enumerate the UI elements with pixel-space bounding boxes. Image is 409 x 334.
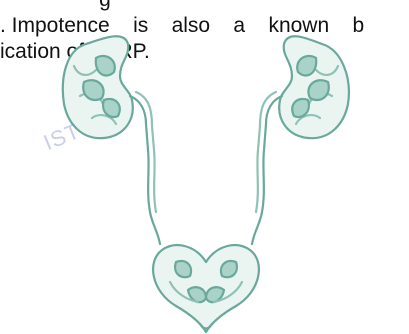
left-ureter-inner bbox=[136, 92, 156, 212]
left-kidney-ornament bbox=[63, 36, 133, 138]
right-kidney-ornament bbox=[279, 36, 349, 138]
right-ureter-inner bbox=[256, 92, 276, 212]
bladder-ornament bbox=[153, 245, 259, 332]
